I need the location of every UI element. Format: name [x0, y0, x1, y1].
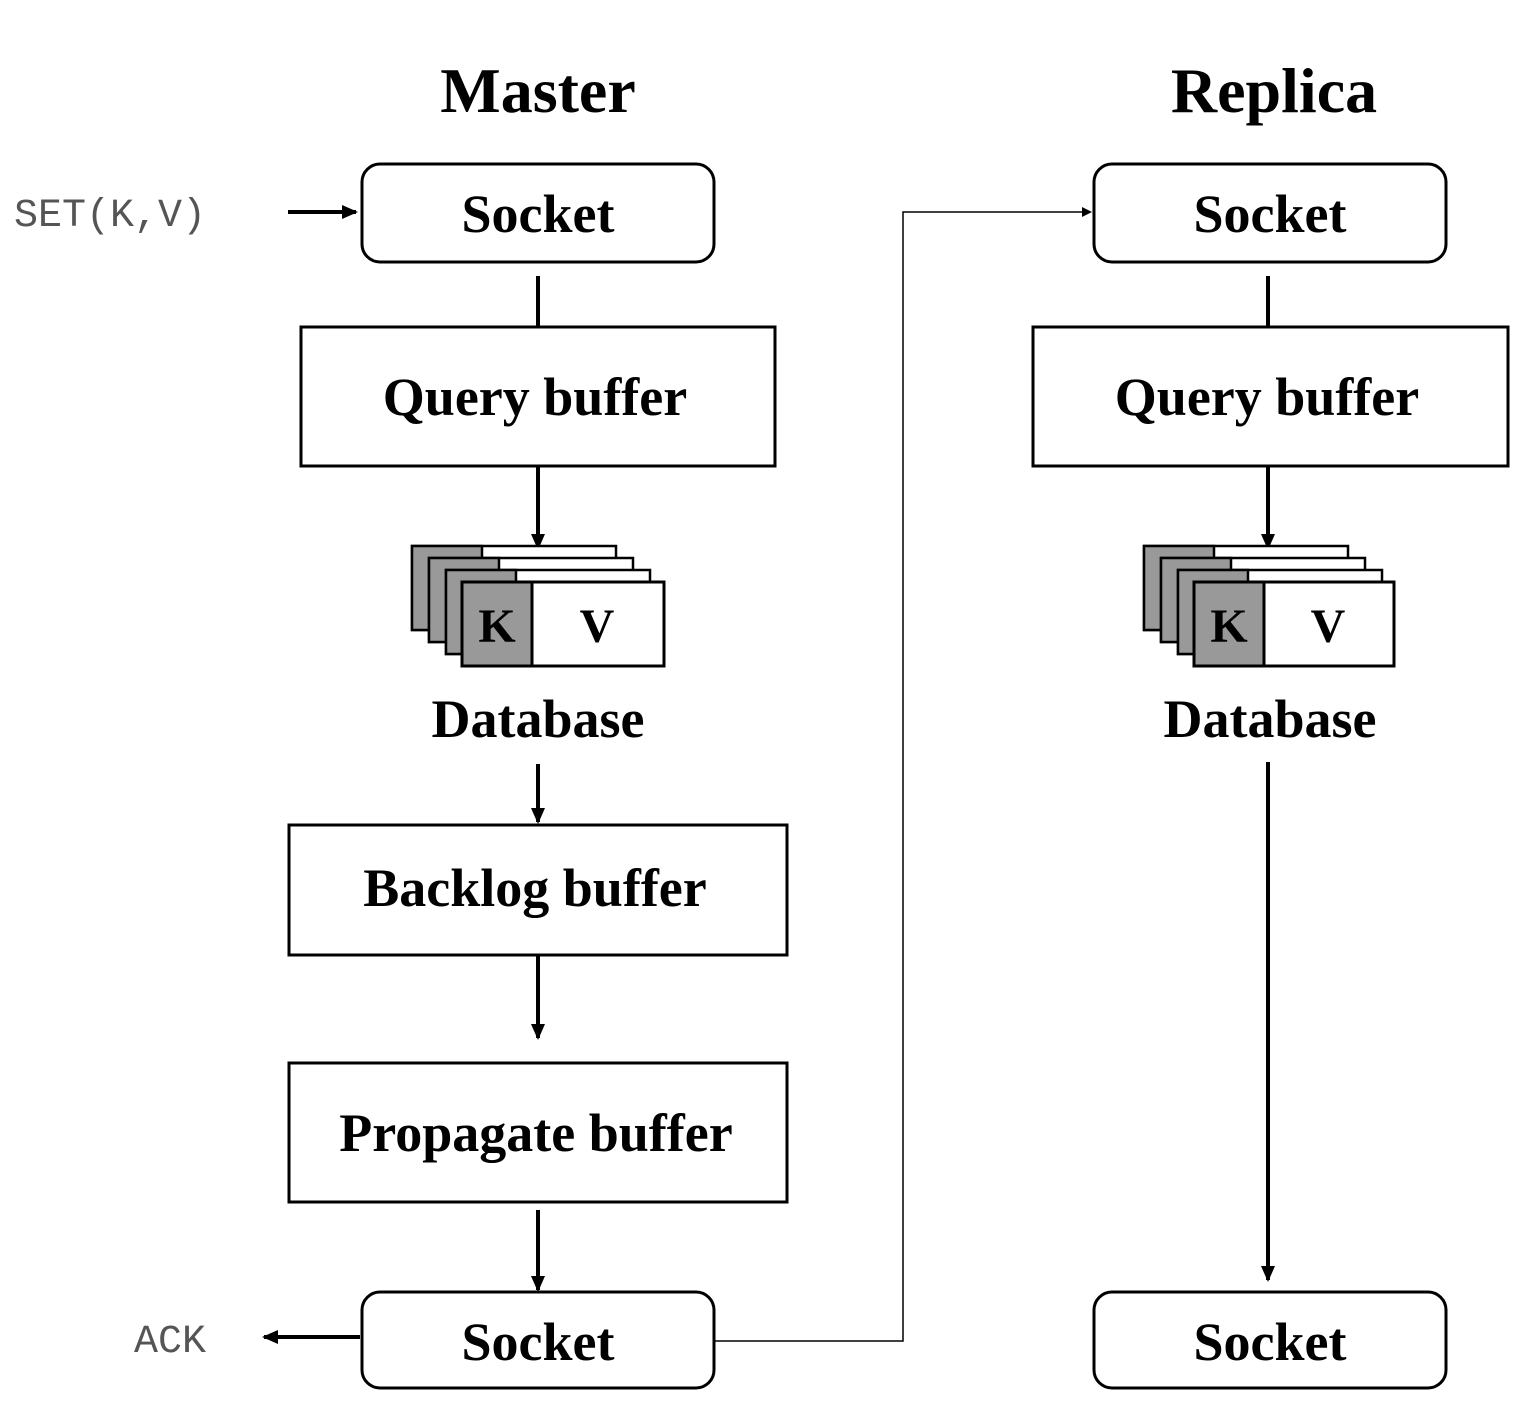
replica-database-label: Database: [1164, 689, 1377, 749]
master-socket-top-label: Socket: [462, 184, 615, 244]
master-db-value: V: [580, 600, 615, 653]
master-backlog-buffer: Backlog buffer: [287, 823, 789, 957]
master-title: Master: [440, 55, 635, 126]
master-propagate-buffer: Propagate buffer: [287, 1061, 789, 1204]
master-database-label: Database: [432, 689, 645, 749]
replication-link: [714, 207, 1092, 1342]
master-propagate-buffer-label: Propagate buffer: [339, 1103, 732, 1163]
master-backlog-buffer-label: Backlog buffer: [363, 858, 707, 918]
replica-db-key: K: [1210, 600, 1247, 653]
replica-title: Replica: [1171, 55, 1377, 126]
master-query-buffer-label: Query buffer: [383, 367, 687, 427]
master-query-buffer: Query buffer: [299, 325, 777, 468]
master-socket-bottom: Socket: [360, 1290, 716, 1390]
replica-query-buffer-label: Query buffer: [1115, 367, 1419, 427]
set-command-label: SET(K,V): [14, 194, 206, 239]
master-database-stack: K V: [410, 544, 666, 668]
replica-socket-bottom: Socket: [1092, 1290, 1448, 1390]
replica-socket-bottom-label: Socket: [1194, 1312, 1347, 1372]
master-db-key: K: [478, 600, 515, 653]
replica-database-stack: K V: [1142, 544, 1396, 668]
replica-socket-top-label: Socket: [1194, 184, 1347, 244]
replica-db-value: V: [1311, 600, 1346, 653]
ack-label: ACK: [134, 1320, 206, 1365]
replica-socket-top: Socket: [1092, 162, 1448, 264]
master-socket-top: Socket: [360, 162, 716, 264]
master-socket-bottom-label: Socket: [462, 1312, 615, 1372]
replica-query-buffer: Query buffer: [1031, 325, 1510, 468]
